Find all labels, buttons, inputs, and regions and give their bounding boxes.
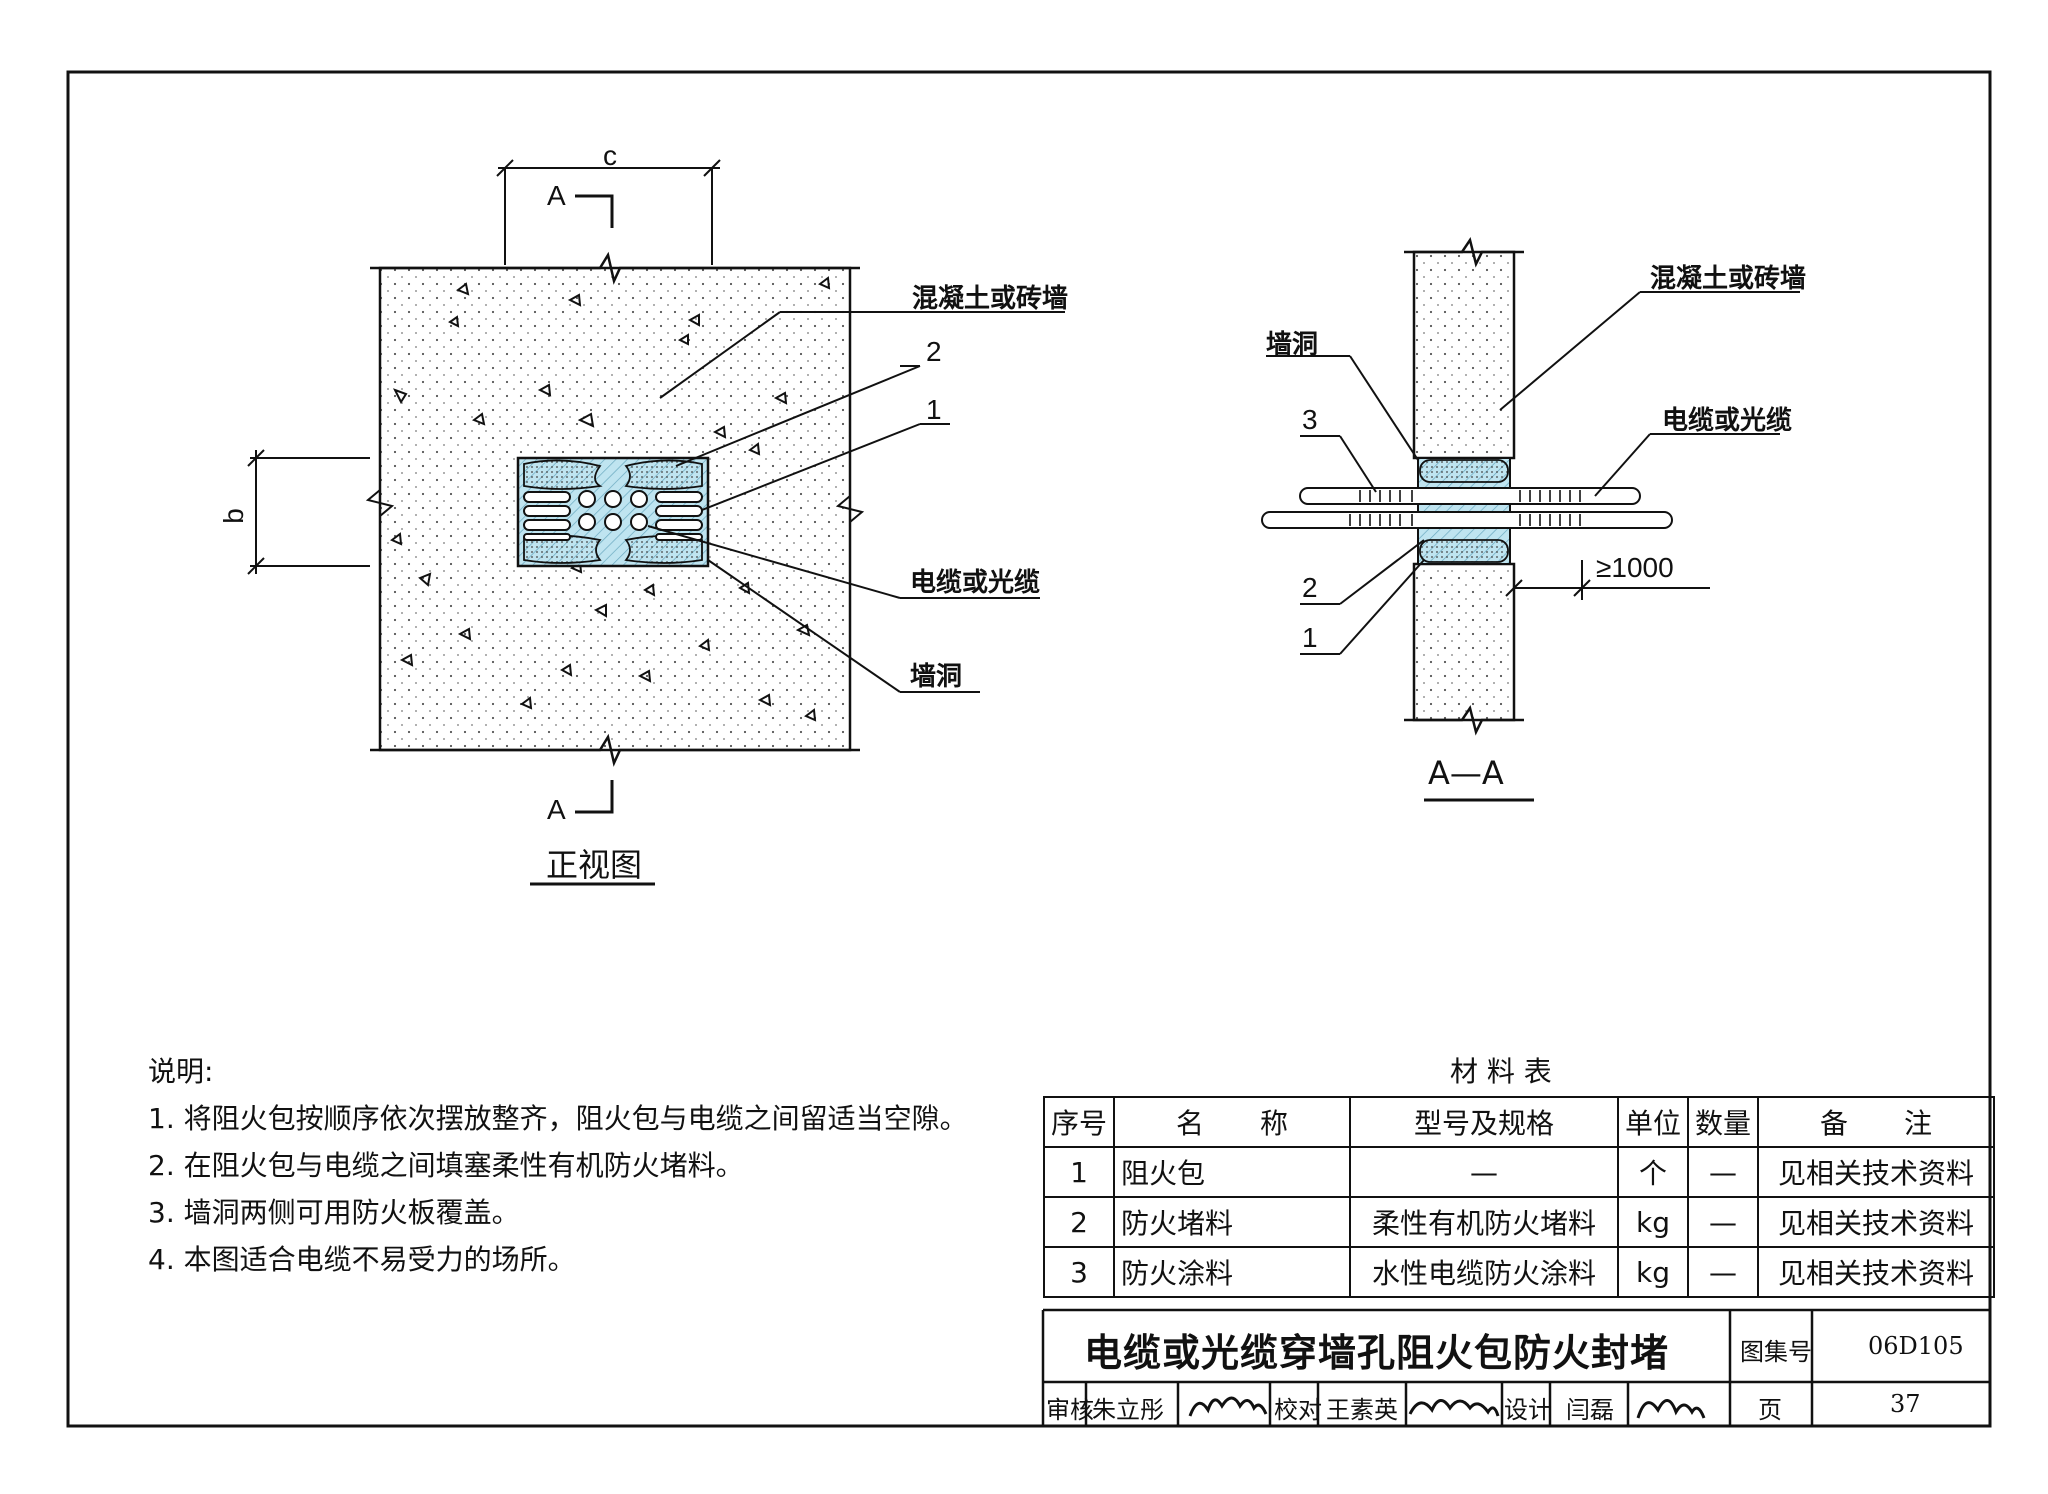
check-name: 王素英 bbox=[1326, 1396, 1398, 1424]
front-label-1: 1 bbox=[926, 394, 942, 425]
dim-b bbox=[247, 449, 370, 575]
section-label-cable: 电缆或光缆 bbox=[1662, 406, 1793, 436]
section-label-3: 3 bbox=[1302, 404, 1318, 435]
table-cell: 3 bbox=[1042, 1246, 1116, 1298]
table-header: 数量 bbox=[1687, 1096, 1760, 1148]
note-item: 1. 将阻火包按顺序依次摆放整齐，阻火包与电缆之间留适当空隙。 bbox=[148, 1102, 968, 1135]
design-name: 闫磊 bbox=[1566, 1396, 1614, 1424]
table-cell: — bbox=[1687, 1246, 1760, 1298]
table-row: 3 防火涂料 水性电缆防火涂料 kg — 见相关技术资料 bbox=[1042, 1246, 1996, 1298]
section-leaders bbox=[1266, 291, 1800, 655]
table-header: 单位 bbox=[1617, 1096, 1690, 1148]
section-mark-top-label: A bbox=[547, 180, 566, 211]
coating-marks bbox=[1349, 490, 1581, 526]
table-cell: — bbox=[1687, 1146, 1760, 1198]
break-mark-bottom bbox=[370, 733, 860, 767]
section-view-drawing bbox=[1261, 236, 1800, 802]
drawing-title: 电缆或光缆穿墙孔阻火包防火封堵 bbox=[1084, 1331, 1670, 1375]
dim-c bbox=[496, 159, 721, 265]
table-cell: 见相关技术资料 bbox=[1757, 1246, 1996, 1298]
break-mark-right bbox=[835, 495, 865, 523]
table-header: 序号 bbox=[1042, 1096, 1116, 1148]
review-label: 审核 bbox=[1046, 1396, 1094, 1424]
section-label-hole: 墙洞 bbox=[1266, 330, 1319, 360]
title-block-frame bbox=[1041, 1308, 1990, 1426]
front-label-2: 2 bbox=[926, 336, 942, 367]
review-name: 朱立彤 bbox=[1092, 1396, 1164, 1424]
front-opening bbox=[516, 456, 710, 568]
front-label-cable: 电缆或光缆 bbox=[910, 568, 1041, 598]
table-cell: — bbox=[1687, 1196, 1760, 1248]
front-view-drawing bbox=[247, 159, 1065, 886]
table-cell: kg bbox=[1617, 1246, 1690, 1298]
table-cell: 水性电缆防火涂料 bbox=[1349, 1246, 1620, 1298]
signatures bbox=[1188, 1396, 1706, 1419]
sheet-border bbox=[66, 70, 1992, 1428]
table-cell: 阻火包 bbox=[1113, 1146, 1352, 1198]
front-leaders bbox=[647, 311, 1065, 693]
page-label: 页 bbox=[1758, 1396, 1782, 1424]
note-item: 3. 墙洞两侧可用防火板覆盖。 bbox=[148, 1196, 520, 1229]
table-cell: 柔性有机防火堵料 bbox=[1349, 1196, 1620, 1248]
atlas-number: 06D105 bbox=[1868, 1332, 1964, 1360]
section-mark-top bbox=[575, 194, 614, 228]
dim-1000-label: ≥1000 bbox=[1596, 552, 1674, 583]
front-label-wall: 混凝土或砖墙 bbox=[912, 284, 1069, 314]
page-number: 37 bbox=[1890, 1390, 1921, 1418]
table-header: 型号及规格 bbox=[1349, 1096, 1620, 1148]
dim-1000 bbox=[1505, 560, 1710, 600]
table-cell: 2 bbox=[1042, 1196, 1116, 1248]
note-item: 2. 在阻火包与电缆之间填塞柔性有机防火堵料。 bbox=[148, 1149, 744, 1182]
section-label-2: 2 bbox=[1302, 572, 1318, 603]
table-cell: 1 bbox=[1042, 1146, 1116, 1198]
break-mark-top bbox=[370, 251, 860, 285]
section-mark-bottom-label: A bbox=[547, 794, 566, 825]
dim-c-label: c bbox=[603, 140, 617, 171]
design-label: 设计 bbox=[1504, 1396, 1552, 1424]
table-cell: 见相关技术资料 bbox=[1757, 1146, 1996, 1198]
table-row: 1 阻火包 — 个 — 见相关技术资料 bbox=[1042, 1146, 1996, 1198]
section-mark-bottom bbox=[575, 780, 614, 814]
atlas-label: 图集号 bbox=[1740, 1338, 1812, 1366]
table-row: 2 防火堵料 柔性有机防火堵料 kg — 见相关技术资料 bbox=[1042, 1196, 1996, 1248]
notes-title: 说明: bbox=[148, 1055, 214, 1088]
front-label-hole: 墙洞 bbox=[910, 662, 963, 692]
section-label-wall: 混凝土或砖墙 bbox=[1650, 264, 1807, 294]
table-cell: — bbox=[1349, 1146, 1620, 1198]
section-view-caption: A—A bbox=[1428, 754, 1504, 792]
break-mark-left bbox=[365, 489, 395, 517]
section-label-1: 1 bbox=[1302, 622, 1318, 653]
cable-circles bbox=[578, 490, 648, 531]
table-header: 备 注 bbox=[1757, 1096, 1996, 1148]
aggregate-marks bbox=[390, 276, 831, 722]
notes: 说明: 1. 将阻火包按顺序依次摆放整齐，阻火包与电缆之间留适当空隙。 2. 在… bbox=[148, 1048, 968, 1283]
table-cell: 见相关技术资料 bbox=[1757, 1196, 1996, 1248]
table-cell: 防火涂料 bbox=[1113, 1246, 1352, 1298]
table-header-row: 序号 名 称 型号及规格 单位 数量 备 注 bbox=[1042, 1096, 1996, 1148]
front-view-caption: 正视图 bbox=[546, 846, 643, 884]
table-cell: 个 bbox=[1617, 1146, 1690, 1198]
note-item: 4. 本图适合电缆不易受力的场所。 bbox=[148, 1243, 576, 1276]
table-cell: kg bbox=[1617, 1196, 1690, 1248]
dim-b-label: b bbox=[217, 508, 249, 524]
check-label: 校对 bbox=[1274, 1396, 1322, 1424]
material-table: 序号 名 称 型号及规格 单位 数量 备 注 1 阻火包 — 个 — 见相关技术… bbox=[1042, 1096, 1996, 1298]
front-wall bbox=[378, 266, 852, 752]
table-cell: 防火堵料 bbox=[1113, 1196, 1352, 1248]
material-table-title: 材 料 表 bbox=[1450, 1055, 1552, 1088]
table-header: 名 称 bbox=[1113, 1096, 1352, 1148]
